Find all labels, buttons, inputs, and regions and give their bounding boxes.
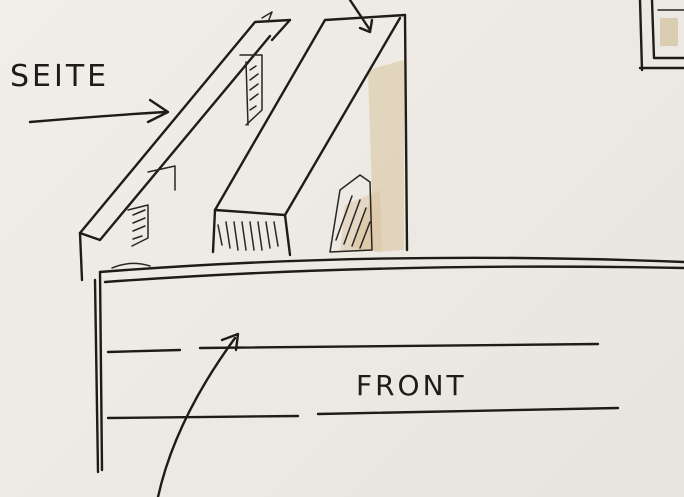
middle-beam bbox=[211, 0, 409, 257]
side-panel bbox=[78, 11, 292, 282]
wood-wash bbox=[352, 60, 404, 252]
side-label: SEITE bbox=[10, 59, 109, 94]
corner-detail bbox=[638, 0, 684, 72]
side-arrow bbox=[28, 98, 170, 124]
front-panel bbox=[93, 256, 684, 474]
front-label: FRONT bbox=[356, 369, 467, 402]
front-leader-arrow bbox=[156, 332, 240, 497]
